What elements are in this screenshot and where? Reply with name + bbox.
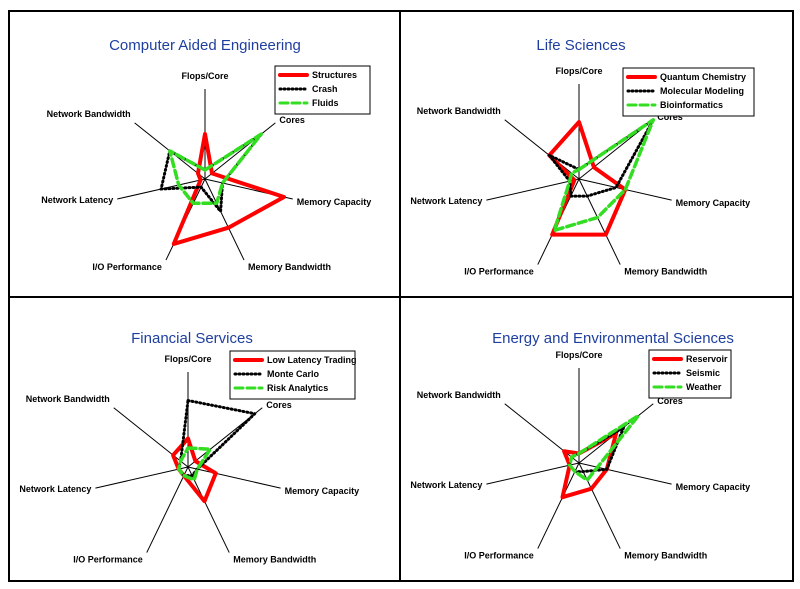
axis-line-memory-bandwidth — [187, 466, 230, 553]
legend-label-risk-analytics: Risk Analytics — [267, 383, 328, 393]
chart-title: Life Sciences — [536, 37, 625, 54]
axis-label-memory-capacity: Memory Capacity — [285, 486, 360, 496]
axis-line-i-o-performance — [537, 462, 580, 549]
axis-line-cores — [204, 122, 276, 180]
radar-chart-energy-environmental-sciences: Energy and Environmental SciencesFlops/C… — [410, 330, 751, 561]
series-reservoir — [560, 431, 619, 500]
axis-line-network-bandwidth — [504, 119, 580, 180]
axis-line-network-latency — [95, 466, 189, 489]
legend-label-bioinformatics: Bioinformatics — [660, 100, 723, 110]
axis-label-flops-core: Flops/Core — [181, 71, 228, 81]
axis-line-i-o-performance — [146, 466, 189, 553]
legend-label-crash: Crash — [312, 84, 338, 94]
axis-label-memory-capacity: Memory Capacity — [676, 198, 751, 208]
axis-label-memory-bandwidth: Memory Bandwidth — [248, 262, 331, 272]
legend-label-structures: Structures — [312, 70, 357, 80]
axis-label-memory-capacity: Memory Capacity — [297, 197, 372, 207]
series-bioinformatics — [552, 118, 656, 233]
axis-line-network-bandwidth — [113, 407, 189, 468]
axis-line-memory-bandwidth — [578, 178, 621, 265]
series-monte-carlo — [177, 399, 257, 478]
axis-label-i-o-performance: I/O Performance — [464, 267, 534, 277]
axis-line-network-bandwidth — [504, 403, 580, 464]
series-low-latency-trading — [171, 436, 218, 504]
radar-chart-computer-aided-engineering: Computer Aided EngineeringFlops/CoreCore… — [41, 37, 372, 272]
axis-label-network-latency: Network Latency — [410, 480, 482, 490]
axis-line-memory-capacity — [187, 466, 281, 489]
axis-label-cores: Cores — [657, 396, 683, 406]
legend-label-monte-carlo: Monte Carlo — [267, 369, 320, 379]
axis-label-network-bandwidth: Network Bandwidth — [26, 394, 110, 404]
axis-label-network-bandwidth: Network Bandwidth — [47, 109, 131, 119]
axis-label-network-latency: Network Latency — [19, 484, 91, 494]
axis-line-memory-bandwidth — [204, 178, 245, 261]
axis-label-memory-capacity: Memory Capacity — [676, 482, 751, 492]
axis-label-i-o-performance: I/O Performance — [73, 555, 143, 565]
legend-label-seismic: Seismic — [686, 368, 720, 378]
axis-label-i-o-performance: I/O Performance — [92, 262, 162, 272]
chart-title: Energy and Environmental Sciences — [492, 330, 734, 347]
axis-label-memory-bandwidth: Memory Bandwidth — [624, 267, 707, 277]
axis-line-memory-capacity — [578, 462, 672, 485]
legend-label-low-latency-trading: Low Latency Trading — [267, 355, 357, 365]
series-fluids — [168, 132, 264, 206]
series-structures — [171, 132, 286, 246]
axis-label-cores: Cores — [266, 400, 292, 410]
series-weather — [567, 413, 641, 482]
axis-line-network-latency — [486, 462, 580, 485]
chart-title: Financial Services — [131, 330, 253, 347]
series-quantum-chemistry — [547, 120, 628, 237]
axis-label-network-bandwidth: Network Bandwidth — [417, 390, 501, 400]
horizontal-divider — [8, 296, 794, 298]
legend-label-weather: Weather — [686, 382, 722, 392]
series-risk-analytics — [176, 446, 213, 482]
axis-label-cores: Cores — [657, 112, 683, 122]
axis-label-network-latency: Network Latency — [41, 195, 113, 205]
axis-label-flops-core: Flops/Core — [164, 354, 211, 364]
axis-label-flops-core: Flops/Core — [555, 350, 602, 360]
axis-label-network-latency: Network Latency — [410, 196, 482, 206]
axis-label-network-bandwidth: Network Bandwidth — [417, 106, 501, 116]
legend-label-quantum-chemistry: Quantum Chemistry — [660, 72, 746, 82]
axis-label-cores: Cores — [279, 115, 305, 125]
legend-label-molecular-modeling: Molecular Modeling — [660, 86, 744, 96]
axis-label-flops-core: Flops/Core — [555, 66, 602, 76]
legend-label-fluids: Fluids — [312, 98, 339, 108]
chart-title: Computer Aided Engineering — [109, 37, 301, 54]
radar-chart-financial-services: Financial ServicesFlops/CoreCoresMemory … — [19, 330, 360, 565]
legend-label-reservoir: Reservoir — [686, 354, 728, 364]
axis-label-i-o-performance: I/O Performance — [464, 551, 534, 561]
axis-label-memory-bandwidth: Memory Bandwidth — [624, 551, 707, 561]
axis-label-memory-bandwidth: Memory Bandwidth — [233, 555, 316, 565]
axis-line-network-latency — [486, 178, 580, 201]
